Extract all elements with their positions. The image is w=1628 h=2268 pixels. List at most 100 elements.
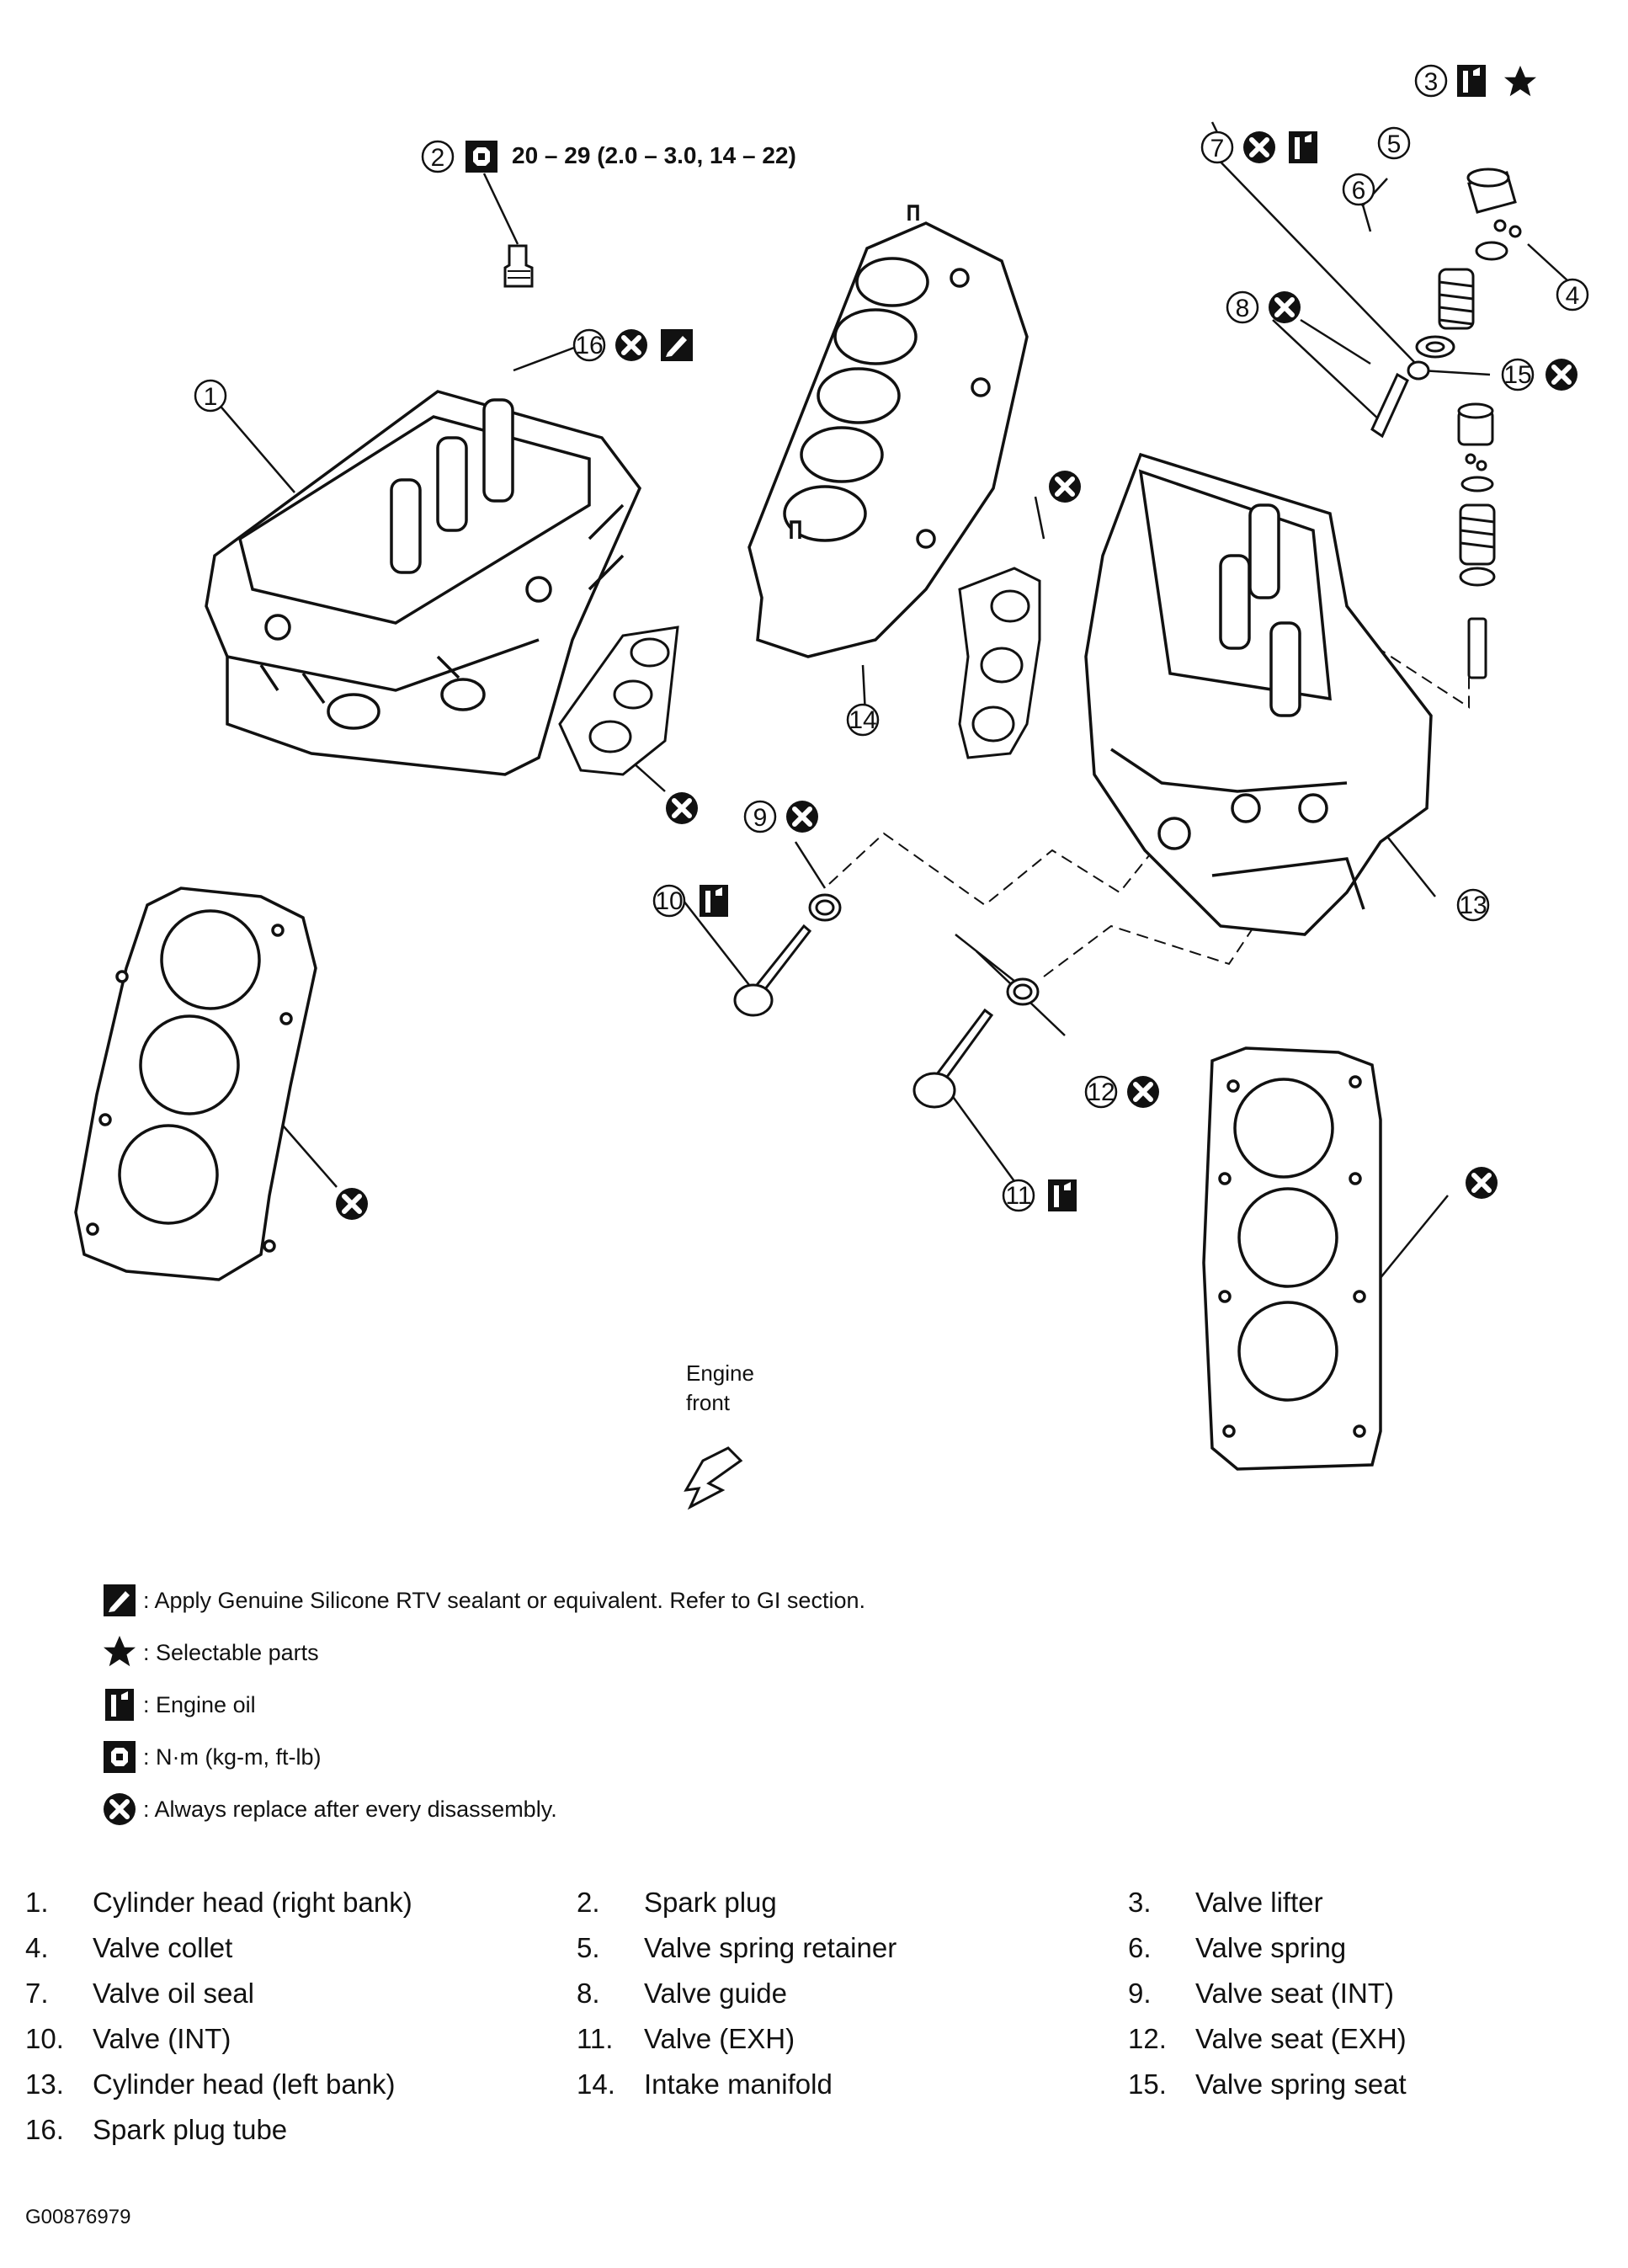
list-item: 11. Valve (EXH) xyxy=(577,2022,1128,2056)
callout-6: 6 xyxy=(1352,177,1366,205)
figure-id: G00876979 xyxy=(25,2206,131,2228)
valve-spring xyxy=(1438,268,1475,330)
sealant-icon xyxy=(104,1584,136,1616)
part-name: Cylinder head (right bank) xyxy=(93,1887,412,1918)
list-item: 6. Valve spring xyxy=(1128,1931,1608,1965)
valve-guide xyxy=(1370,372,1409,439)
legend-item-sealant: : Apply Genuine Silicone RTV sealant or … xyxy=(101,1574,1111,1626)
star-icon xyxy=(1504,66,1536,97)
part-number: 8. xyxy=(577,1978,600,2009)
callout-16: 16 xyxy=(575,332,603,359)
engine-oil-icon xyxy=(1289,131,1317,163)
valve-exh xyxy=(912,1008,994,1109)
cylinder-head-right-bank xyxy=(205,390,642,776)
list-item: 12. Valve seat (EXH) xyxy=(1128,2022,1608,2056)
engine-front-label-line1: Engine xyxy=(686,1360,754,1386)
valve-collet xyxy=(1493,219,1522,238)
part-number: 2. xyxy=(577,1887,600,1918)
list-item: 13. Cylinder head (left bank) xyxy=(25,2068,577,2101)
legend-item-engine-oil: : Engine oil xyxy=(101,1679,1111,1731)
part-name: Valve (INT) xyxy=(93,2023,231,2054)
valve-oil-seal xyxy=(1407,360,1430,381)
replace-icon xyxy=(786,801,818,833)
part-number: 12. xyxy=(1128,2023,1167,2054)
valve-lifter xyxy=(1466,168,1517,214)
part-number: 13. xyxy=(25,2068,64,2100)
replace-icon xyxy=(1466,1167,1498,1199)
callout-15: 15 xyxy=(1503,361,1531,389)
part-name: Valve seat (EXH) xyxy=(1195,2023,1407,2054)
part-number: 7. xyxy=(25,1978,49,2009)
part-number: 11. xyxy=(577,2023,614,2054)
list-item: 4.Valve collet xyxy=(25,1931,577,1965)
replace-icon xyxy=(1127,1076,1159,1108)
symbol-legend: : Apply Genuine Silicone RTV sealant or … xyxy=(101,1574,1111,1835)
callout-13: 13 xyxy=(1459,892,1487,919)
part-name: Cylinder head (left bank) xyxy=(93,2068,396,2100)
part-number: 15. xyxy=(1128,2068,1167,2100)
parts-list: 1.Cylinder head (right bank) 2.Spark plu… xyxy=(25,1886,1608,2147)
intake-gasket-left xyxy=(958,567,1041,759)
intake-manifold xyxy=(747,205,1029,658)
intake-gasket-right xyxy=(558,626,679,776)
callout-12: 12 xyxy=(1087,1078,1115,1106)
callout-8: 8 xyxy=(1236,295,1250,322)
sealant-icon xyxy=(661,329,693,361)
callout-1: 1 xyxy=(204,383,218,411)
part-number: 4. xyxy=(25,1932,49,1963)
list-item: 14.Intake manifold xyxy=(577,2068,1128,2101)
part-number: 16. xyxy=(25,2114,64,2145)
engine-front-label-line2: front xyxy=(686,1390,731,1415)
callout-2: 2 xyxy=(431,144,445,172)
list-item: 8.Valve guide xyxy=(577,1977,1128,2010)
part-name: Valve lifter xyxy=(1195,1887,1323,1918)
legend-item-replace: : Always replace after every disassembly… xyxy=(101,1783,1111,1835)
callout-3: 3 xyxy=(1424,68,1439,96)
head-gasket-right-bank xyxy=(74,886,317,1281)
callout-9: 9 xyxy=(753,804,768,832)
replace-icon xyxy=(666,792,698,824)
part-number: 1. xyxy=(25,1887,49,1918)
callout-10: 10 xyxy=(655,887,683,915)
valve-stack-exploded xyxy=(1457,402,1496,679)
engine-oil-icon xyxy=(1048,1179,1077,1211)
list-item: 10. Valve (INT) xyxy=(25,2022,577,2056)
list-item: 16. Spark plug tube xyxy=(25,2113,577,2147)
list-item: 2.Spark plug xyxy=(577,1886,1128,1919)
replace-icon xyxy=(1049,471,1081,503)
part-name: Valve (EXH) xyxy=(644,2023,795,2054)
spark-plug-drawing xyxy=(503,244,534,288)
replace-icon xyxy=(1243,131,1275,163)
callout-4: 4 xyxy=(1566,282,1580,310)
valve-spring-seat xyxy=(1415,335,1455,359)
callout-7: 7 xyxy=(1210,135,1225,162)
part-name: Valve spring xyxy=(1195,1932,1347,1963)
list-item: 5.Valve spring retainer xyxy=(577,1931,1128,1965)
cylinder-head-left-bank xyxy=(1084,452,1433,936)
replace-icon xyxy=(101,1791,138,1828)
legend-text: : Selectable parts xyxy=(143,1639,319,1665)
exploded-diagram: Engine front 20 – 29 (2.0 – 3.0, 14 – 22… xyxy=(74,64,1589,1510)
part-name: Valve spring seat xyxy=(1195,2068,1407,2100)
list-item: 7.Valve oil seal xyxy=(25,1977,577,2010)
torque-icon xyxy=(104,1741,136,1773)
valve-seat-int xyxy=(808,893,842,922)
replace-icon xyxy=(1269,291,1301,323)
part-number: 6. xyxy=(1128,1932,1152,1963)
part-number: 9. xyxy=(1128,1978,1152,2009)
valve-spring-retainer xyxy=(1475,241,1508,261)
engine-oil-icon xyxy=(105,1689,134,1721)
part-name: Spark plug tube xyxy=(93,2114,288,2145)
part-number: 10. xyxy=(25,2023,64,2054)
list-item: 1. Cylinder head (right bank) xyxy=(25,1886,577,1919)
callout-numbers: 1 2 3 4 5 6 7 8 9 10 11 12 13 14 15 16 xyxy=(204,68,1580,1210)
engine-front-arrow xyxy=(684,1446,743,1510)
engine-oil-icon xyxy=(1457,65,1486,97)
legend-text: : Apply Genuine Silicone RTV sealant or … xyxy=(143,1587,865,1613)
engine-oil-icon xyxy=(700,885,728,917)
list-item: 15. Valve spring seat xyxy=(1128,2068,1608,2101)
legend-text: : Always replace after every disassembly… xyxy=(143,1796,557,1822)
valve-seat-exh xyxy=(1006,977,1040,1006)
list-item: 3.Valve lifter xyxy=(1128,1886,1608,1919)
callout-14: 14 xyxy=(849,706,876,734)
